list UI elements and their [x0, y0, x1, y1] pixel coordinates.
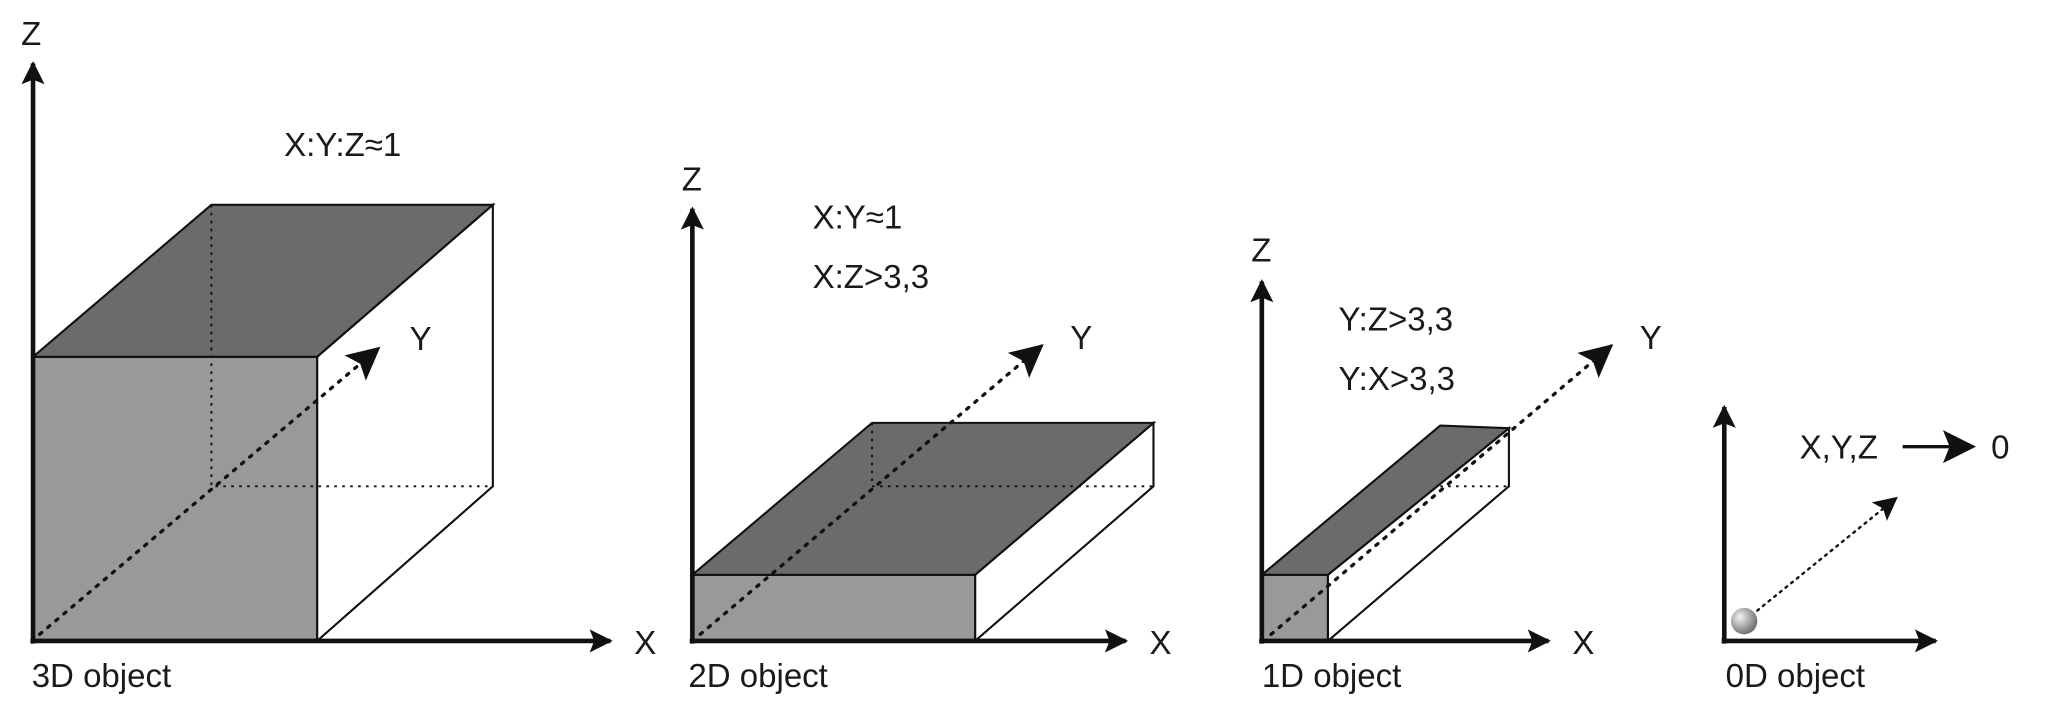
caption: 3D object	[32, 657, 171, 694]
y-axis	[1269, 344, 1614, 636]
limit-value-label: 0	[1991, 429, 2009, 466]
x-axis-label: X	[1572, 624, 1594, 661]
top-face	[30, 203, 496, 358]
y-axis-label: Y	[1640, 319, 1662, 356]
x-axis-label: X	[1150, 624, 1172, 661]
y-axis-label: Y	[410, 320, 432, 357]
front-face	[31, 355, 319, 642]
ratio-label: X:Y≈1	[813, 199, 903, 236]
hidden-edges	[210, 204, 493, 488]
ratio-label: X:Y:Z≈1	[284, 126, 401, 163]
caption: 0D object	[1726, 657, 1865, 694]
panel-1d-object: Z Y X Y:Z>3,3 Y:X>3,3 1D object	[1250, 232, 1662, 694]
z-axis-label: Z	[1251, 232, 1271, 269]
caption: 2D object	[688, 657, 827, 694]
hidden-edges	[871, 422, 1154, 488]
x-axis-label: X	[634, 624, 656, 661]
y-axis	[1756, 496, 1898, 612]
ratio-label: Y:Z>3,3	[1338, 300, 1453, 337]
z-axis-label: Z	[682, 160, 702, 197]
top-face	[1258, 424, 1512, 576]
y-axis	[37, 346, 381, 636]
front-face	[691, 573, 977, 642]
panel-2d-object: Z Y X X:Y≈1 X:Z>3,3 2D object	[680, 160, 1172, 694]
top-face	[689, 421, 1157, 576]
limit-vars-label: X,Y,Z	[1800, 429, 1878, 466]
ratio-label: X:Z>3,3	[813, 258, 930, 295]
y-axis-label: Y	[1070, 319, 1092, 356]
z-axis-label: Z	[21, 15, 41, 52]
y-axis	[698, 344, 1044, 636]
caption: 1D object	[1262, 657, 1401, 694]
ratio-label: Y:X>3,3	[1338, 360, 1455, 397]
point-object-sphere	[1730, 607, 1758, 635]
panel-0d-object: X,Y,Z 0 0D object	[1712, 404, 2010, 694]
panel-3d-object: Z Y X X:Y:Z≈1 3D object	[21, 15, 656, 694]
front-face	[1260, 573, 1329, 642]
